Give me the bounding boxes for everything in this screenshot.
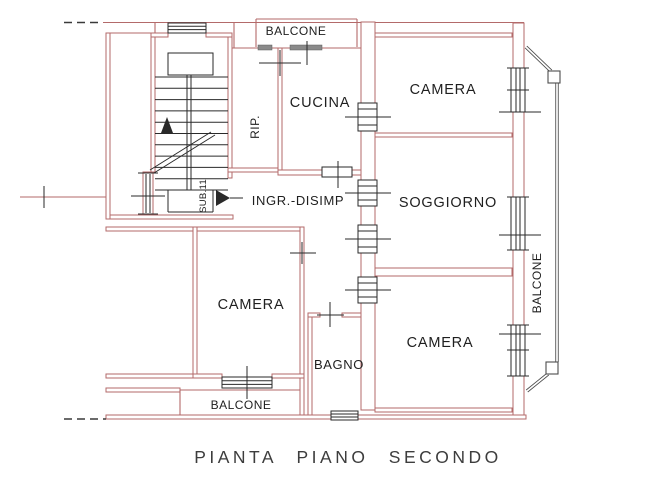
door-cross-markers: [43, 50, 353, 327]
door-symbol-cucina: [345, 102, 391, 132]
room-label-ingresso: INGR.-DISIMP: [252, 193, 344, 208]
staircase: [149, 52, 228, 213]
room-label-camera-bottom-right: CAMERA: [407, 335, 474, 351]
room-label-rip: RIP.: [248, 115, 262, 139]
window-symbol-camera-left: [221, 366, 273, 399]
room-labels: BALCONE CUCINA RIP. CAMERA SOGGIORNO CAM…: [198, 24, 544, 412]
stair-unit-label: SUB.11: [198, 179, 209, 213]
window-symbol-camera-tr: [499, 67, 541, 113]
window-symbols-misc: [131, 22, 359, 421]
door-symbol-soggiorno: [345, 224, 391, 254]
door-symbols: [345, 102, 391, 304]
door-symbol-camera-br: [345, 276, 391, 304]
room-label-camera-top-right: CAMERA: [410, 82, 477, 98]
door-marker-bagno: [317, 302, 344, 327]
door-marker-camera-left: [290, 242, 316, 264]
railing-post: [545, 361, 559, 375]
red-walls: [20, 18, 527, 420]
window-symbol-bagno: [330, 410, 359, 421]
room-label-balcone-bottom: BALCONE: [211, 398, 272, 412]
door-marker-rip: [259, 50, 301, 76]
entrance-arrow-icon: [216, 190, 230, 206]
plan-title: PIANTA PIANO SECONDO: [194, 447, 502, 467]
room-label-balcone-top: BALCONE: [266, 24, 327, 38]
door-marker-cucina-bottom: [321, 161, 353, 188]
room-label-soggiorno: SOGGIORNO: [399, 195, 497, 211]
stair-break-line: [149, 131, 216, 174]
window-symbol-landing-left: [131, 172, 165, 215]
window-symbol-stairwell-top: [167, 22, 207, 34]
entrance-marker: [216, 190, 243, 206]
room-label-balcone-right: BALCONE: [530, 253, 544, 314]
window-symbols-right: [499, 67, 541, 377]
balcony-door-sills-top: [257, 41, 323, 65]
stair-direction-arrow-icon: [161, 117, 173, 133]
dashed-boundary-lines: [64, 21, 106, 420]
window-symbol-soggiorno: [499, 196, 541, 251]
balcony-railing-right: [524, 45, 561, 393]
stair-well-outline: [167, 52, 214, 213]
room-label-cucina: CUCINA: [290, 95, 350, 111]
room-label-camera-left: CAMERA: [218, 297, 285, 313]
window-symbol-camera-br: [499, 324, 541, 377]
railing-post: [547, 70, 561, 84]
door-symbol-corridor: [345, 179, 391, 207]
room-label-bagno: BAGNO: [314, 357, 364, 372]
